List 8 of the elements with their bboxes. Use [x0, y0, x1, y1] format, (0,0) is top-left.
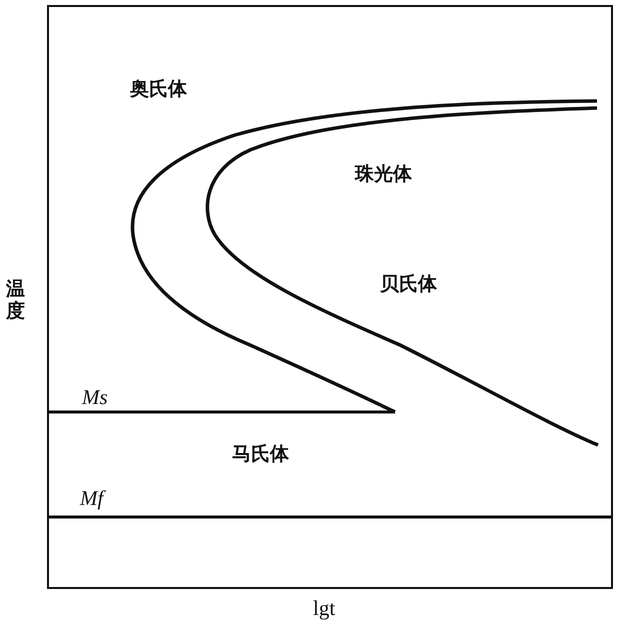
line-label: Mf	[80, 488, 104, 509]
line-label: Ms	[82, 387, 108, 408]
axis-label: lgt	[313, 598, 336, 619]
phase-label: 贝氏体	[380, 275, 437, 294]
phase-label: 马氏体	[232, 445, 289, 464]
phase-label: 珠光体	[355, 165, 412, 184]
phase-label: 奥氏体	[130, 80, 187, 99]
axis-label: 温度	[6, 278, 26, 322]
